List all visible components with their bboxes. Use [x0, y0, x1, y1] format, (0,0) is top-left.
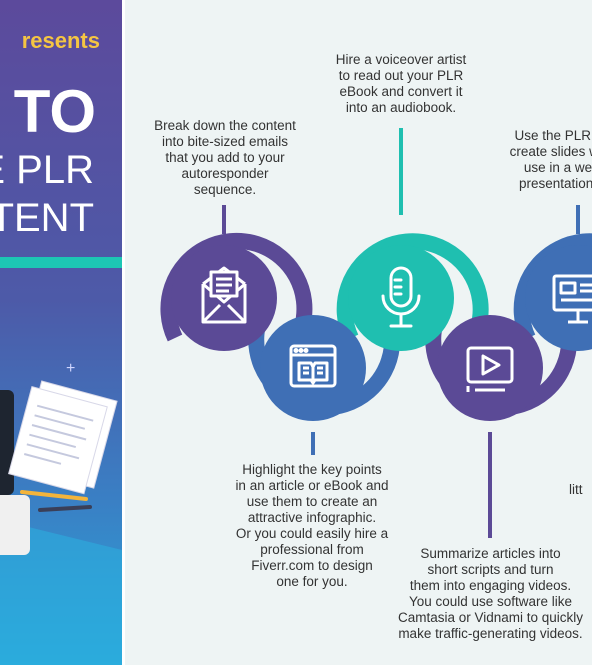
microphone-icon [381, 266, 421, 328]
step-text-videos: Summarize articles into short scripts an… [397, 546, 584, 641]
desk-illustration [0, 380, 122, 665]
title-how-to: TO [13, 78, 96, 145]
step-text-emails: Break down the content into bite-sized e… [154, 118, 296, 197]
plr-uses-diagram: Break down the content into bite-sized e… [125, 0, 592, 665]
title-plr-line: E PLR [0, 148, 94, 192]
title-panel: resents TO E PLR TENT + [0, 0, 122, 665]
presents-label: resents [21, 28, 100, 53]
title-underline [0, 257, 122, 268]
disc-slides [525, 245, 592, 351]
disc-videos [437, 315, 543, 421]
title-content-line: TENT [0, 196, 94, 240]
email-icon [201, 266, 247, 324]
panel-divider [122, 0, 125, 665]
disc-emails [171, 245, 277, 351]
ebook-icon [289, 344, 337, 388]
video-play-icon [466, 346, 514, 392]
step-text-slides: Use the PLR c create slides wh use in a … [509, 128, 592, 191]
pencil-icon [20, 490, 88, 501]
sparkle-icon: + [66, 360, 76, 377]
pen-icon [38, 505, 92, 512]
step-text-infographic: Highlight the key points in an article o… [235, 462, 389, 589]
disc-audiobook [348, 245, 454, 351]
laptop-screen [0, 390, 14, 495]
presentation-icon [552, 274, 592, 324]
papers [8, 380, 118, 495]
step-text-audiobook: Hire a voiceover artist to read out your… [335, 52, 467, 115]
ring-slides [513, 233, 592, 342]
partial-text-right: litt [569, 482, 583, 497]
